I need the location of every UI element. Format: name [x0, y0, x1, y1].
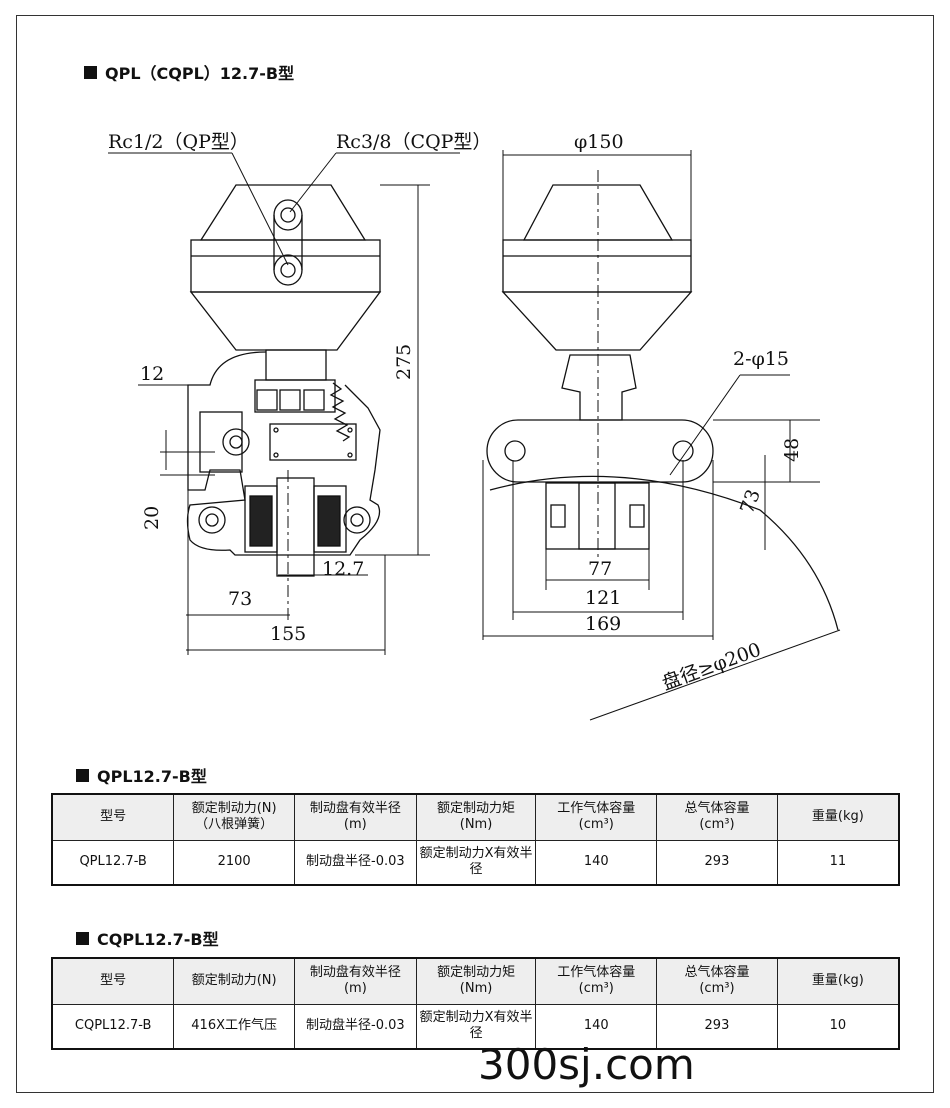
- right-dimensions: [482, 150, 841, 721]
- table-cell: 416X工作气压: [173, 1003, 295, 1050]
- mount-block: [199, 411, 243, 473]
- column-header-line: (cm³): [578, 817, 614, 833]
- column-header: 重量(kg): [776, 957, 900, 1005]
- column-header-line: (Nm): [459, 817, 493, 833]
- column-header: 工作气体容量(cm³): [535, 793, 658, 841]
- table-cell: 10: [776, 1003, 900, 1050]
- dimension-labels: Rc1/2（QP型） Rc3/8（CQP型） 275 12 20 12.7 73…: [108, 131, 803, 695]
- table-cell: QPL12.7-B: [51, 839, 175, 886]
- table-cell: 额定制动力X有效半径: [415, 1003, 537, 1050]
- left-view: [186, 184, 382, 577]
- column-header-line: （八根弹簧）: [195, 817, 274, 833]
- column-header-line: 总气体容量: [684, 965, 750, 981]
- column-header: 总气体容量(cm³): [656, 957, 778, 1005]
- column-header-line: 总气体容量: [684, 801, 750, 817]
- column-header-line: 额定制动力矩: [437, 965, 516, 981]
- label-12-7: 12.7: [322, 558, 364, 580]
- column-header-line: (cm³): [578, 981, 614, 997]
- column-header: 制动盘有效半径(m): [294, 957, 417, 1005]
- table-cell: 2100: [173, 839, 295, 886]
- table2-title: CQPL12.7-B型: [76, 926, 219, 950]
- column-header-line: (cm³): [699, 981, 735, 997]
- label-phi150: φ150: [574, 131, 624, 153]
- column-header-line: 工作气体容量: [557, 965, 636, 981]
- column-header-line: (m): [343, 981, 367, 997]
- label-77: 77: [588, 558, 612, 580]
- mounting-bar: [486, 419, 714, 483]
- table-cell: 293: [656, 839, 778, 886]
- drawing-title-text: QPL（CQPL）12.7-B型: [105, 64, 295, 83]
- label-169: 169: [585, 613, 621, 635]
- column-header: 总气体容量(cm³): [656, 793, 778, 841]
- table1-title-text: QPL12.7-B型: [97, 767, 207, 786]
- column-header: 额定制动力(N): [173, 957, 295, 1005]
- column-header: 重量(kg): [776, 793, 900, 841]
- cylinder-cone: [189, 291, 382, 351]
- column-header: 额定制动力矩(Nm): [415, 793, 537, 841]
- table-cell: 140: [535, 839, 658, 886]
- column-header-line: 额定制动力(N): [191, 973, 277, 989]
- column-header: 型号: [51, 793, 175, 841]
- technical-drawing: Rc1/2（QP型） Rc3/8（CQP型） 275 12 20 12.7 73…: [108, 131, 841, 721]
- label-20: 20: [141, 506, 163, 530]
- column-header-line: (cm³): [699, 817, 735, 833]
- table-cell: 140: [535, 1003, 658, 1050]
- label-121: 121: [585, 587, 621, 609]
- table-header-row: 型号额定制动力(N)制动盘有效半径(m)额定制动力矩(Nm)工作气体容量(cm³…: [51, 957, 900, 1005]
- column-header-line: 工作气体容量: [557, 801, 636, 817]
- column-header-line: 型号: [100, 973, 127, 989]
- label-73-left: 73: [228, 588, 252, 610]
- table-cell: CQPL12.7-B: [51, 1003, 175, 1050]
- column-header: 额定制动力矩(Nm): [415, 957, 537, 1005]
- label-275: 275: [393, 344, 415, 380]
- label-48: 48: [781, 438, 803, 462]
- page-frame: [16, 15, 934, 1093]
- column-header-line: 型号: [100, 809, 127, 825]
- column-header-line: 重量(kg): [811, 973, 864, 989]
- table-cell: 293: [656, 1003, 778, 1050]
- column-header-line: 重量(kg): [811, 809, 864, 825]
- table-header-row: 型号额定制动力(N)（八根弹簧）制动盘有效半径(m)额定制动力矩(Nm)工作气体…: [51, 793, 900, 841]
- table-cell: 额定制动力X有效半径: [415, 839, 537, 886]
- column-header-line: 额定制动力(N): [191, 801, 277, 817]
- table2-title-text: CQPL12.7-B型: [97, 930, 219, 949]
- label-73-right: 73: [736, 486, 765, 516]
- column-header: 制动盘有效半径(m): [293, 793, 417, 841]
- table-cell: 11: [776, 839, 900, 886]
- bullet-square-icon: [84, 65, 97, 79]
- watermark: 300sj.com: [478, 1040, 695, 1089]
- spec-table-qpl: 型号额定制动力(N)（八根弹簧）制动盘有效半径(m)额定制动力矩(Nm)工作气体…: [51, 793, 900, 886]
- spec-table-cqpl: 型号额定制动力(N)制动盘有效半径(m)额定制动力矩(Nm)工作气体容量(cm³…: [51, 957, 900, 1050]
- neck: [265, 349, 327, 381]
- column-header-line: 制动盘有效半径: [309, 801, 401, 817]
- drawing-title: QPL（CQPL）12.7-B型: [84, 60, 294, 84]
- column-header-line: 额定制动力矩: [437, 801, 516, 817]
- bullet-square-icon: [76, 768, 89, 782]
- table-cell: 制动盘半径-0.03: [293, 839, 417, 886]
- label-rc38: Rc3/8（CQP型）: [336, 131, 491, 153]
- column-header: 型号: [51, 957, 175, 1005]
- label-rc12: Rc1/2（QP型）: [108, 131, 249, 153]
- label-disk-diameter: 盘径≥φ200: [659, 639, 764, 695]
- table1-title: QPL12.7-B型: [76, 763, 207, 787]
- cylinder-cap: [199, 184, 367, 241]
- nameplate: [269, 423, 357, 461]
- column-header: 工作气体容量(cm³): [535, 957, 658, 1005]
- column-header-line: (m): [343, 817, 367, 833]
- column-header-line: (Nm): [459, 981, 493, 997]
- bullet-square-icon: [76, 931, 89, 945]
- label-155: 155: [270, 623, 306, 645]
- column-header-line: 制动盘有效半径: [309, 965, 401, 981]
- right-view: [486, 184, 839, 631]
- spring: [329, 382, 351, 442]
- column-header: 额定制动力(N)（八根弹簧）: [173, 793, 295, 841]
- label-12: 12: [140, 363, 164, 385]
- left-dimensions: [108, 152, 460, 655]
- label-holes: 2-φ15: [733, 348, 789, 370]
- table-cell: 制动盘半径-0.03: [294, 1003, 417, 1050]
